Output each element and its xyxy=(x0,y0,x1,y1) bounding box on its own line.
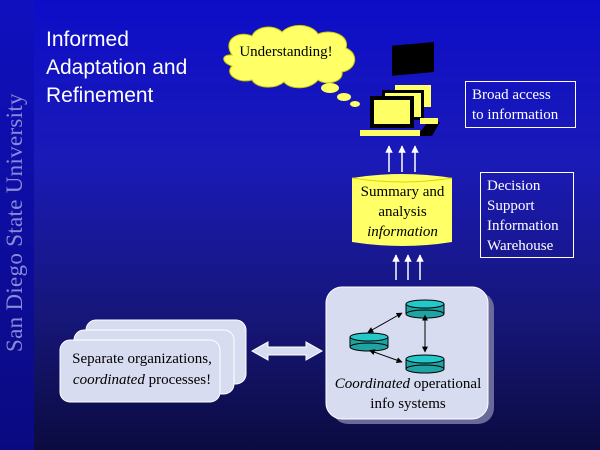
broad-access-line-2: to information xyxy=(472,107,559,123)
title-line-2: Adaptation and xyxy=(46,56,188,79)
slide-title: Informed Adaptation and Refinement xyxy=(46,26,236,110)
sidebar-band: San Diego State University xyxy=(0,0,34,450)
title-line-1: Informed xyxy=(46,28,129,51)
computer-monitors-icon xyxy=(360,42,440,136)
broad-access-line-1: Broad access xyxy=(472,87,551,103)
separate-line-2-rest: processes! xyxy=(144,372,212,388)
arrows-to-monitors xyxy=(385,145,419,172)
coordinated-line-1-italic: Coordinated xyxy=(334,376,411,392)
separate-organizations-panels xyxy=(59,319,247,403)
summary-line-3: information xyxy=(367,224,438,240)
summary-line-2: analysis xyxy=(378,204,427,220)
database-cylinders-icon xyxy=(349,299,445,374)
dsi-line-4: Warehouse xyxy=(487,238,554,254)
coordinated-line-2: info systems xyxy=(370,396,446,412)
separate-line-1: Separate organizations, xyxy=(72,351,212,367)
double-arrow xyxy=(250,341,324,361)
thought-cloud xyxy=(223,25,360,107)
coordinated-line-1-rest: operational xyxy=(410,376,482,392)
summary-line-1: Summary and xyxy=(360,184,445,200)
title-line-3: Refinement xyxy=(46,84,154,107)
decision-support-box: Decision Support Information Warehouse xyxy=(480,172,574,258)
summary-label: Summary and analysis information xyxy=(350,180,455,246)
cloud-label: Understanding! xyxy=(239,44,333,60)
separate-organizations-label: Separate organizations, coordinated proc… xyxy=(62,349,222,391)
coordinated-systems-label: Coordinated operational info systems xyxy=(326,374,490,414)
broad-access-box: Broad access to information xyxy=(465,81,576,128)
dsi-line-3: Information xyxy=(487,218,559,234)
arrows-to-summary xyxy=(392,254,424,280)
dsi-line-1: Decision xyxy=(487,178,541,194)
database-links xyxy=(367,312,428,364)
separate-line-2-italic: coordinated xyxy=(72,372,145,388)
summary-scroll-shape xyxy=(351,174,453,246)
dsi-line-2: Support xyxy=(487,198,535,214)
